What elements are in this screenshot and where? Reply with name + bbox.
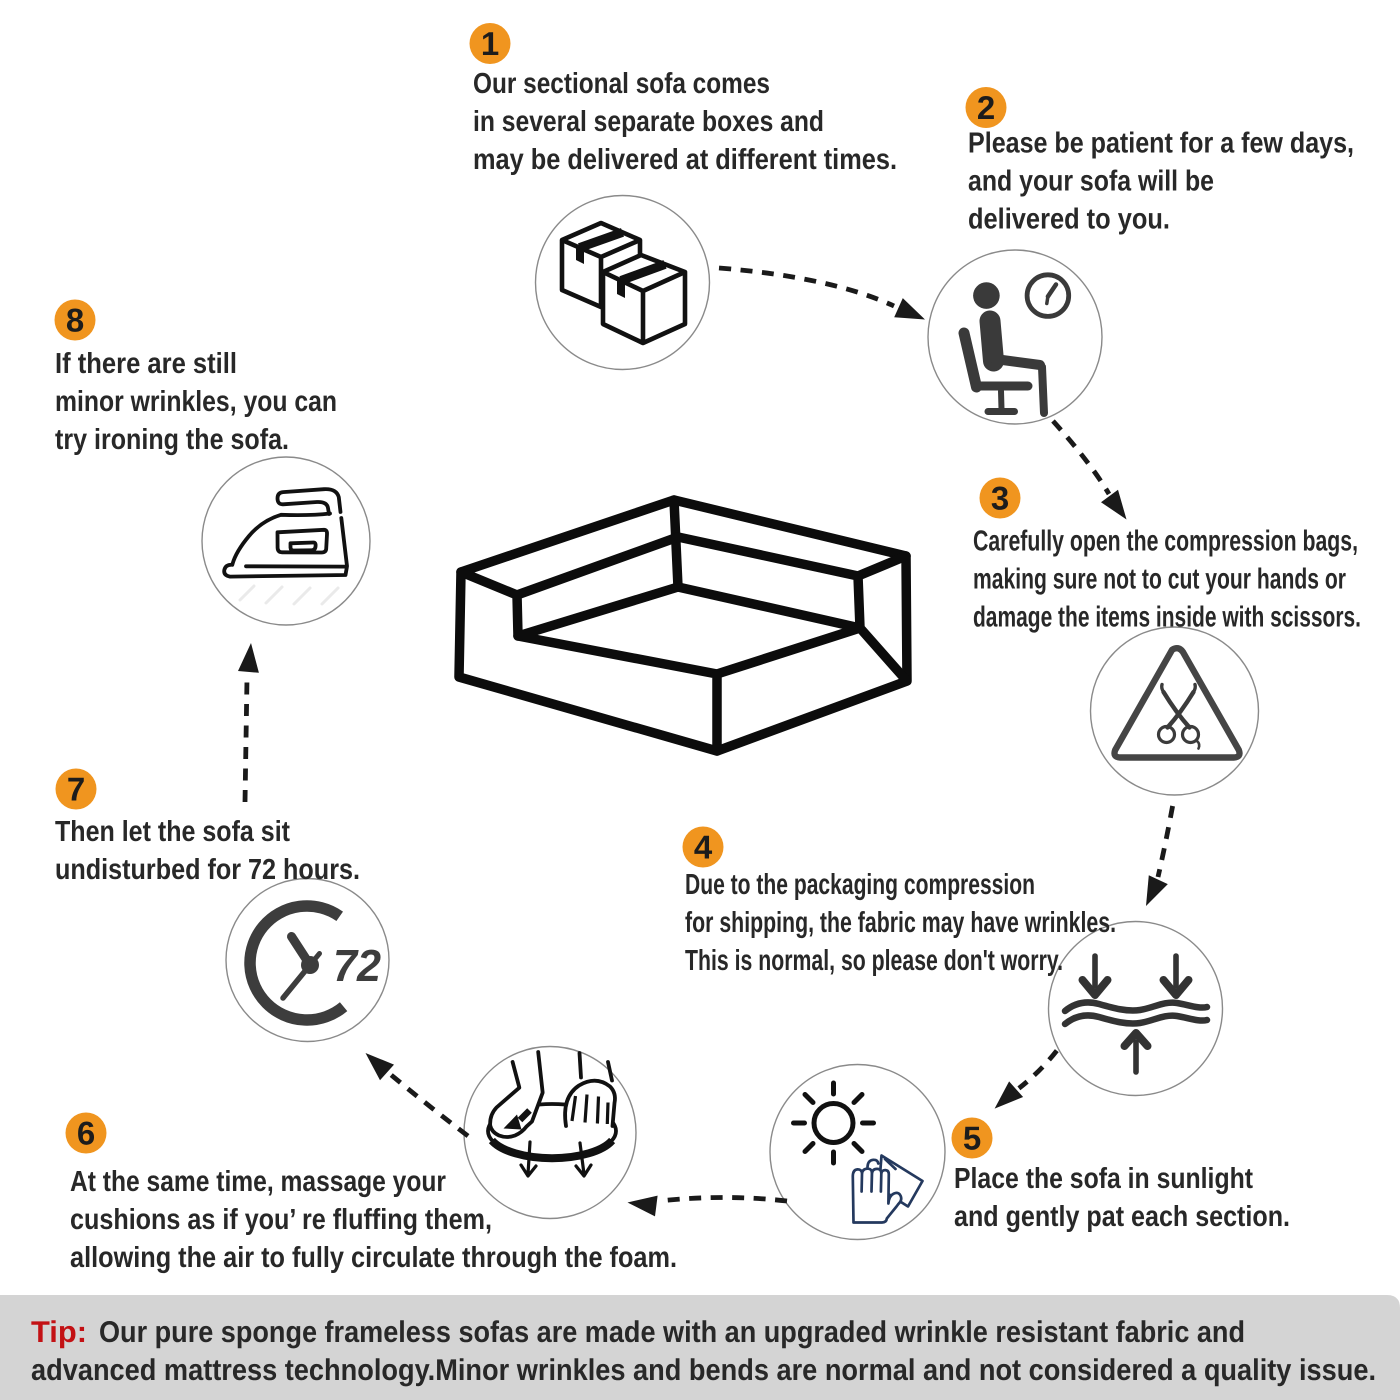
- svg-text:At the same time, massage your: At the same time, massage your: [70, 1166, 446, 1198]
- svg-text:delivered to you.: delivered to you.: [968, 204, 1170, 236]
- svg-text:4: 4: [694, 829, 713, 866]
- svg-text:This is normal, so please don': This is normal, so please don't worry.: [685, 945, 1063, 977]
- svg-text:undisturbed for 72 hours.: undisturbed for 72 hours.: [55, 854, 360, 886]
- svg-text:7: 7: [67, 771, 85, 808]
- svg-text:Our sectional sofa comes: Our sectional sofa comes: [473, 68, 770, 100]
- svg-text:try ironing the sofa.: try ironing the sofa.: [55, 424, 289, 456]
- svg-text:Then let the sofa sit: Then let the sofa sit: [55, 816, 290, 848]
- svg-text:may be delivered at different: may be delivered at different times.: [473, 144, 897, 176]
- svg-text:72: 72: [333, 940, 381, 991]
- svg-text:8: 8: [66, 302, 84, 339]
- svg-text:If there are still: If there are still: [55, 348, 237, 380]
- svg-text:Place the sofa in sunlight: Place the sofa in sunlight: [954, 1163, 1253, 1195]
- svg-text:making sure not to cut your ha: making sure not to cut your hands or: [973, 564, 1346, 596]
- svg-text:Our pure sponge frameless sofa: Our pure sponge frameless sofas are made…: [99, 1316, 1245, 1349]
- svg-text:6: 6: [77, 1115, 95, 1152]
- svg-text:Tip:: Tip:: [31, 1316, 87, 1349]
- svg-text:5: 5: [963, 1120, 981, 1157]
- svg-text:allowing the air to fully circ: allowing the air to fully circulate thro…: [70, 1242, 677, 1274]
- svg-text:1: 1: [481, 25, 499, 62]
- svg-text:cushions as if you’ re fluffin: cushions as if you’ re fluffing them,: [70, 1204, 492, 1236]
- svg-text:minor wrinkles, you can: minor wrinkles, you can: [55, 386, 337, 418]
- svg-text:Please be patient for a few da: Please be patient for a few days,: [968, 128, 1354, 160]
- svg-text:Due to the packaging compressi: Due to the packaging compression: [685, 869, 1035, 901]
- svg-text:for shipping, the fabric may h: for shipping, the fabric may have wrinkl…: [685, 907, 1116, 939]
- svg-text:Carefully open the compression: Carefully open the compression bags,: [973, 526, 1358, 558]
- svg-text:damage the items inside with s: damage the items inside with scissors.: [973, 602, 1361, 634]
- svg-text:in several separate boxes and: in several separate boxes and: [473, 106, 824, 138]
- svg-text:and gently pat each section.: and gently pat each section.: [954, 1201, 1290, 1233]
- svg-text:and your sofa will be: and your sofa will be: [968, 166, 1214, 198]
- svg-text:2: 2: [977, 89, 995, 126]
- svg-text:3: 3: [991, 480, 1009, 517]
- svg-text:advanced mattress technology.M: advanced mattress technology.Minor wrink…: [31, 1354, 1376, 1387]
